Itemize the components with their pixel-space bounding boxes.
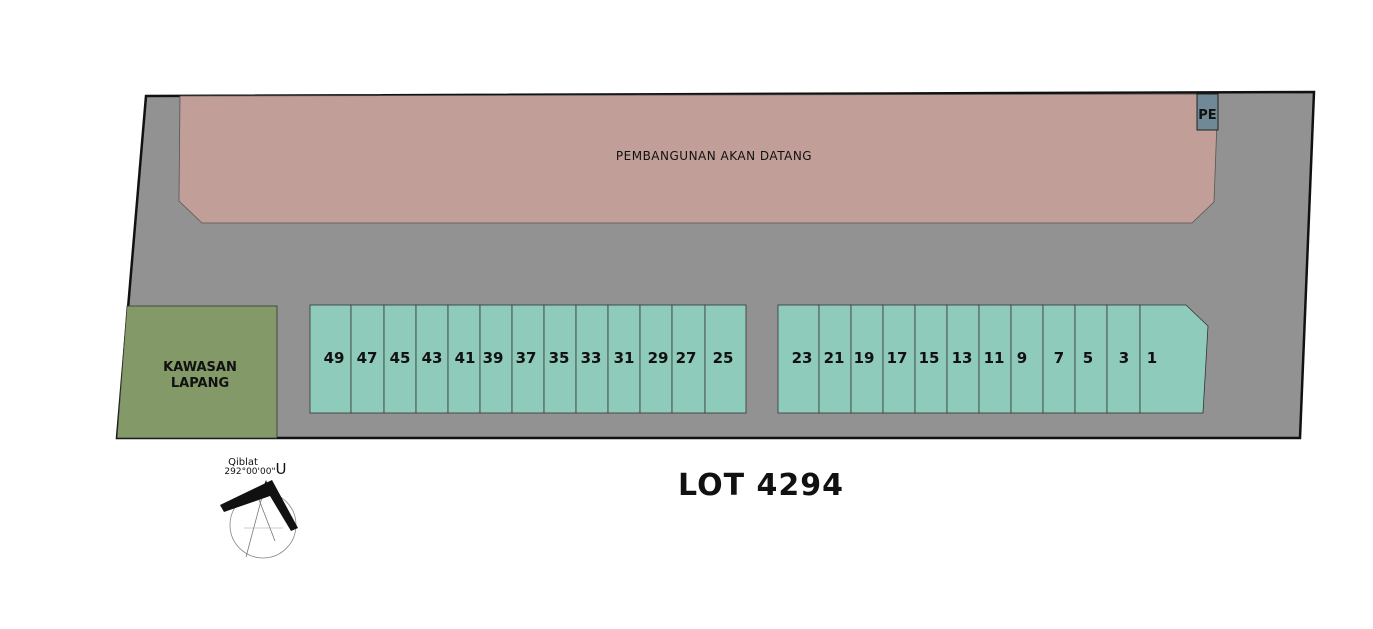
lot-5-number: 5 bbox=[1083, 349, 1093, 367]
lot-41-number: 41 bbox=[455, 349, 476, 367]
lot-35[interactable]: 35 bbox=[543, 304, 577, 414]
lot-1[interactable]: 1 bbox=[1139, 304, 1209, 414]
substation-label: PE bbox=[1198, 108, 1216, 123]
lot-23[interactable]: 23 bbox=[777, 304, 820, 414]
lot-23-number: 23 bbox=[792, 349, 813, 367]
lot-15[interactable]: 15 bbox=[914, 304, 948, 414]
compass-qiblat-icon bbox=[220, 480, 298, 559]
lot-49-number: 49 bbox=[324, 349, 345, 367]
lot-9[interactable]: 9 bbox=[1010, 304, 1044, 414]
lot-37[interactable]: 37 bbox=[511, 304, 545, 414]
lot-43-number: 43 bbox=[422, 349, 443, 367]
lot-21-number: 21 bbox=[824, 349, 845, 367]
lot-13[interactable]: 13 bbox=[946, 304, 980, 414]
north-label: U bbox=[276, 460, 287, 478]
lot-13-number: 13 bbox=[952, 349, 973, 367]
lot-3[interactable]: 3 bbox=[1106, 304, 1141, 414]
lot-25-number: 25 bbox=[713, 349, 734, 367]
lot-7-number: 7 bbox=[1054, 349, 1064, 367]
lot-29[interactable]: 29 bbox=[639, 304, 673, 414]
lot-39-number: 39 bbox=[483, 349, 504, 367]
lot-49[interactable]: 49 bbox=[309, 304, 352, 414]
lot-19-number: 19 bbox=[854, 349, 875, 367]
lot-33[interactable]: 33 bbox=[575, 304, 609, 414]
lot-39[interactable]: 39 bbox=[479, 304, 513, 414]
lot-31-number: 31 bbox=[614, 349, 635, 367]
open-space-label-line2: LAPANG bbox=[171, 376, 229, 391]
lot-35-number: 35 bbox=[549, 349, 570, 367]
lot-17-number: 17 bbox=[887, 349, 908, 367]
future-development-label: PEMBANGUNAN AKAN DATANG bbox=[616, 149, 812, 163]
left-lot-row: 49 47 45 43 41 39 37 35 bbox=[309, 304, 747, 414]
lot-21[interactable]: 21 bbox=[818, 304, 852, 414]
qiblat-label: Qiblat bbox=[228, 457, 258, 468]
lot-7[interactable]: 7 bbox=[1042, 304, 1076, 414]
lot-45[interactable]: 45 bbox=[383, 304, 417, 414]
lot-19[interactable]: 19 bbox=[850, 304, 884, 414]
qiblat-bearing: 292°00'00" bbox=[224, 467, 275, 477]
lot-17[interactable]: 17 bbox=[882, 304, 916, 414]
lot-title: LOT 4294 bbox=[678, 468, 844, 503]
open-space-label-line1: KAWASAN bbox=[163, 360, 237, 375]
lot-47-number: 47 bbox=[357, 349, 378, 367]
substation-pe[interactable] bbox=[1196, 93, 1219, 131]
lot-33-number: 33 bbox=[581, 349, 602, 367]
lot-11-number: 11 bbox=[984, 349, 1005, 367]
lot-45-number: 45 bbox=[390, 349, 411, 367]
lot-41[interactable]: 41 bbox=[447, 304, 481, 414]
lot-37-number: 37 bbox=[516, 349, 537, 367]
lot-11[interactable]: 11 bbox=[978, 304, 1012, 414]
lot-47[interactable]: 47 bbox=[350, 304, 385, 414]
lot-29-number: 29 bbox=[648, 349, 669, 367]
open-space-area[interactable] bbox=[116, 305, 278, 439]
lot-9-number: 9 bbox=[1017, 349, 1027, 367]
lot-25[interactable]: 25 bbox=[704, 304, 747, 414]
lot-3-number: 3 bbox=[1119, 349, 1129, 367]
lot-31[interactable]: 31 bbox=[607, 304, 641, 414]
lot-1-number: 1 bbox=[1147, 349, 1157, 367]
right-lot-row: 23 21 19 17 15 13 11 9 bbox=[777, 304, 1209, 414]
lot-27[interactable]: 27 bbox=[671, 304, 706, 414]
lot-27-number: 27 bbox=[676, 349, 697, 367]
lot-5[interactable]: 5 bbox=[1074, 304, 1108, 414]
lot-15-number: 15 bbox=[919, 349, 940, 367]
lot-43[interactable]: 43 bbox=[415, 304, 449, 414]
